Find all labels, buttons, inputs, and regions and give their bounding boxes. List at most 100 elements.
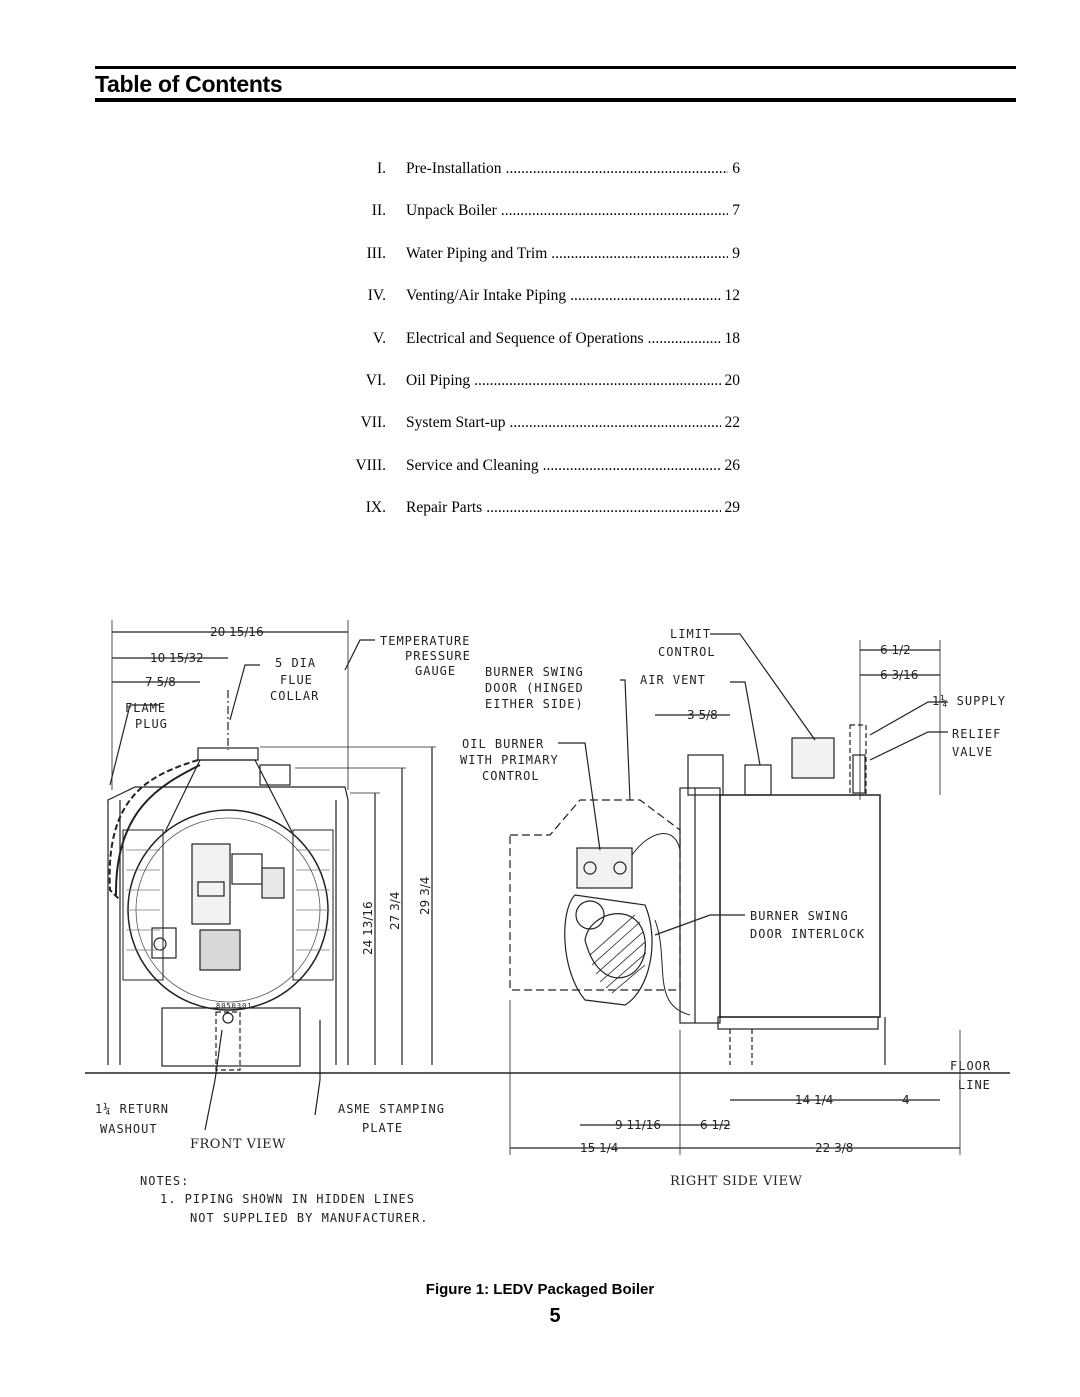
front-view-labels: TEMPERATURE PRESSURE GAUGE 5 DIA FLUE CO… xyxy=(95,634,470,1225)
label-relief: RELIEF xyxy=(952,727,1001,741)
toc-entry-page: 12 xyxy=(724,287,741,305)
toc-leader-dots xyxy=(648,330,721,348)
header-top-rule xyxy=(95,66,1016,69)
dimension-value: 24 13/16 xyxy=(361,901,375,955)
label-plug: PLUG xyxy=(135,717,168,731)
toc-entry[interactable]: VIII. Service and Cleaning 26 xyxy=(340,457,740,499)
limit-control-box xyxy=(791,737,835,779)
label-asme: ASME STAMPING xyxy=(338,1102,445,1116)
page-number: 5 xyxy=(549,1305,561,1327)
dimension-value: 15 1/4 xyxy=(580,1141,618,1155)
front-cabinet xyxy=(107,786,349,1065)
toc-entry-page: 26 xyxy=(724,456,741,474)
toc-entry[interactable]: IV. Venting/Air Intake Piping 12 xyxy=(340,287,740,329)
label-line: LINE xyxy=(958,1078,991,1092)
toc-entry-title: Venting/Air Intake Piping xyxy=(406,287,567,305)
toc-entry-page: 20 xyxy=(724,371,741,389)
toc-leader-dots xyxy=(486,499,720,517)
toc-entry-page: 6 xyxy=(732,160,740,177)
figure-caption: Figure 1: LEDV Packaged Boiler xyxy=(425,1281,655,1298)
toc-entry-title: Service and Cleaning xyxy=(406,456,539,474)
toc-entry-title: Water Piping and Trim xyxy=(406,244,548,262)
label-interlock-a: BURNER SWING xyxy=(750,909,849,923)
page-title: Table of Contents xyxy=(95,71,283,97)
dimension-value: 22 3/8 xyxy=(815,1141,853,1155)
label-collar: COLLAR xyxy=(270,689,319,703)
label-burner-swing: BURNER SWING xyxy=(485,665,584,679)
dimension-value: 6 1/2 xyxy=(700,1118,731,1132)
side-cabinet xyxy=(719,794,881,1018)
toc-entry[interactable]: VII. System Start-up 22 xyxy=(340,414,740,456)
label-note-1: 1. PIPING SHOWN IN HIDDEN LINES xyxy=(160,1192,415,1206)
dimension-values: 20 15/16 10 15/32 7 5/8 24 13/16 27 3/4 … xyxy=(145,625,918,1155)
dimension-value: 29 3/4 xyxy=(418,877,432,915)
label-control-2: CONTROL xyxy=(482,769,540,783)
label-note-1b: NOT SUPPLIED BY MANUFACTURER. xyxy=(190,1211,429,1225)
dimension-value: 3 5/8 xyxy=(687,708,718,722)
label-front-view: FRONT VIEW xyxy=(190,1137,286,1152)
label-right-side-view: RIGHT SIDE VIEW xyxy=(670,1174,803,1189)
toc-entry[interactable]: II. Unpack Boiler 7 xyxy=(340,202,740,244)
dimension-value: 4 xyxy=(902,1093,910,1107)
dimension-value: 7 5/8 xyxy=(145,675,176,689)
burner-housing-hatch xyxy=(589,914,647,994)
toc-entry-number: III. xyxy=(366,244,386,262)
label-interlock-b: DOOR INTERLOCK xyxy=(750,927,865,941)
label-either-side: EITHER SIDE) xyxy=(485,697,584,711)
toc-entry-number: V. xyxy=(372,329,386,347)
cabinet-hatch xyxy=(126,849,330,951)
label-flame: FLAME xyxy=(125,701,166,715)
dimension-value: 20 15/16 xyxy=(210,625,264,639)
label-control: CONTROL xyxy=(658,645,716,659)
label-gauge: GAUGE xyxy=(415,664,456,678)
toc-entry-page: 7 xyxy=(732,202,740,220)
label-floor: FLOOR xyxy=(950,1059,991,1073)
dimension-value: 10 15/32 xyxy=(150,651,204,665)
label-air-vent: AIR VENT xyxy=(640,673,706,687)
label-plate: PLATE xyxy=(362,1121,403,1135)
label-tag: 8050301 xyxy=(216,1002,253,1010)
oil-burner xyxy=(576,847,633,889)
toc-entry-number: IX. xyxy=(365,499,386,517)
toc-leader-dots xyxy=(506,160,729,178)
toc-entry-title: Repair Parts xyxy=(406,499,483,517)
label-supply: 1¼ SUPPLY xyxy=(932,694,1006,708)
toc-entry[interactable]: III. Water Piping and Trim 9 xyxy=(340,245,740,287)
toc-entry-number: II. xyxy=(371,202,386,220)
toc-entry-title: Pre-Installation xyxy=(406,160,502,177)
label-flue: FLUE xyxy=(280,673,313,687)
dimension-value: 6 3/16 xyxy=(880,668,918,682)
toc-leader-dots xyxy=(509,414,720,432)
label-washout: WASHOUT xyxy=(100,1122,158,1136)
label-valve: VALVE xyxy=(952,745,993,759)
dimension-value: 27 3/4 xyxy=(388,892,402,930)
toc-entry[interactable]: I. Pre-Installation 6 xyxy=(340,160,740,202)
toc-entry-page: 29 xyxy=(724,499,741,517)
toc-entry-number: VIII. xyxy=(355,456,386,474)
toc-leader-dots xyxy=(551,245,728,263)
drawing-linework xyxy=(85,620,1010,1155)
dimension-value: 9 11/16 xyxy=(615,1118,661,1132)
dimension-value: 6 1/2 xyxy=(880,643,911,657)
toc-leader-dots xyxy=(501,202,728,220)
toc-entry[interactable]: V. Electrical and Sequence of Operations… xyxy=(340,330,740,372)
toc-entry-title: System Start-up xyxy=(406,414,506,432)
toc-entry-title: Electrical and Sequence of Operations xyxy=(406,329,644,347)
label-door-hinged: DOOR (HINGED xyxy=(485,681,584,695)
dimension-value: 14 1/4 xyxy=(795,1093,833,1107)
label-return: 1¼ RETURN xyxy=(95,1102,169,1116)
toc-entry[interactable]: VI. Oil Piping 20 xyxy=(340,372,740,414)
label-dia: 5 DIA xyxy=(275,656,316,670)
side-view-labels: BURNER SWING DOOR (HINGED EITHER SIDE) L… xyxy=(460,627,1006,1189)
table-of-contents: I. Pre-Installation 6 II. Unpack Boiler … xyxy=(340,160,740,542)
label-with-primary: WITH PRIMARY xyxy=(460,753,559,767)
toc-entry-page: 22 xyxy=(724,414,741,432)
toc-entry-number: VII. xyxy=(360,414,386,432)
toc-entry-page: 9 xyxy=(732,244,740,262)
toc-leader-dots xyxy=(570,287,720,305)
toc-leader-dots xyxy=(474,372,720,390)
boiler-technical-drawing: TEMPERATURE PRESSURE GAUGE 5 DIA FLUE CO… xyxy=(85,620,1010,1225)
toc-entry[interactable]: IX. Repair Parts 29 xyxy=(340,499,740,541)
toc-leader-dots xyxy=(543,457,721,475)
header-bottom-rule xyxy=(95,98,1016,102)
